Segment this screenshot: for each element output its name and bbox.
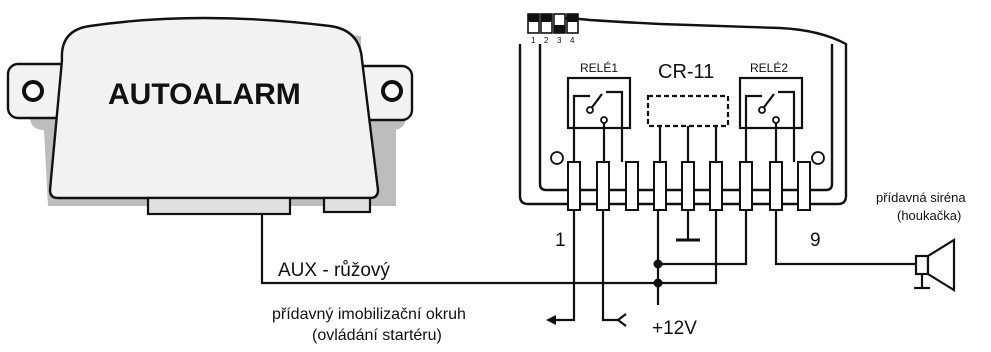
aux-connector [322,196,372,214]
relay-2-box [738,76,804,130]
immobilizer-fork [616,313,627,327]
autoalarm-title: AUTOALARM [108,78,301,111]
relay-1-label: RELÉ1 [580,60,618,75]
relay-1-box [566,76,632,130]
dip-number-1: 1 [531,36,536,45]
cr11-module: 1 2 3 4 CR-11 RELÉ1 RELÉ2 [518,13,848,251]
dip-switch-3-lever [554,25,565,33]
autoalarm-unit: AUTOALARM [6,16,414,216]
relay-1: RELÉ1 [566,60,632,162]
terminal-pin-2 [596,161,610,211]
dip-switch-2-lever [541,14,552,22]
terminal-pin-6 [709,161,723,211]
left-screw [550,151,564,165]
siren-label-1: přídavná siréna [876,190,966,205]
relay-2-common-wire [658,210,748,266]
immobilizer-label-1: přídavný imobilizační okruh [272,306,466,323]
terminal-pin-8 [769,161,783,211]
module-title: CR-11 [658,61,714,83]
terminal-pin-9 [797,161,811,211]
pin-label-first: 1 [555,230,566,251]
terminal-pin-5 [681,161,695,211]
dip-switch-4-lever [567,14,578,22]
relay-2-label: RELÉ2 [750,60,788,75]
siren-label-2: (houkačka) [897,208,961,223]
terminal-pin-3 [625,161,639,211]
terminal-pin-7 [739,161,753,211]
aux-wire [260,214,658,285]
terminal-pin-1 [567,161,581,211]
aux-wire-label: AUX - růžový [278,260,390,281]
power-label: +12V [652,318,697,339]
dip-number-4: 4 [570,36,575,45]
pin-label-last: 9 [810,230,821,251]
dip-switch-1-lever [528,14,539,22]
immobilizer-wire-1 [556,210,576,322]
control-power-wire [658,210,718,285]
right-screw [811,151,825,165]
dip-number-2: 2 [544,36,549,45]
siren-wire [774,210,916,266]
relay-2: RELÉ2 [738,60,804,162]
dip-number-3: 3 [557,36,562,45]
immobilizer-label-2: (ovládání startéru) [312,327,442,344]
main-connector [146,196,292,216]
control-circuit-block [646,94,730,128]
dip-switch-block: 1 2 3 4 [527,13,579,45]
immobilizer-arrow [546,315,556,325]
autoalarm-body [48,16,380,200]
terminal-pins [567,161,811,211]
right-mounting-hole [381,80,403,102]
immobilizer-wire-2 [601,210,618,322]
siren-icon [914,238,956,292]
left-mounting-hole [22,80,44,102]
terminal-pin-4 [653,161,667,211]
